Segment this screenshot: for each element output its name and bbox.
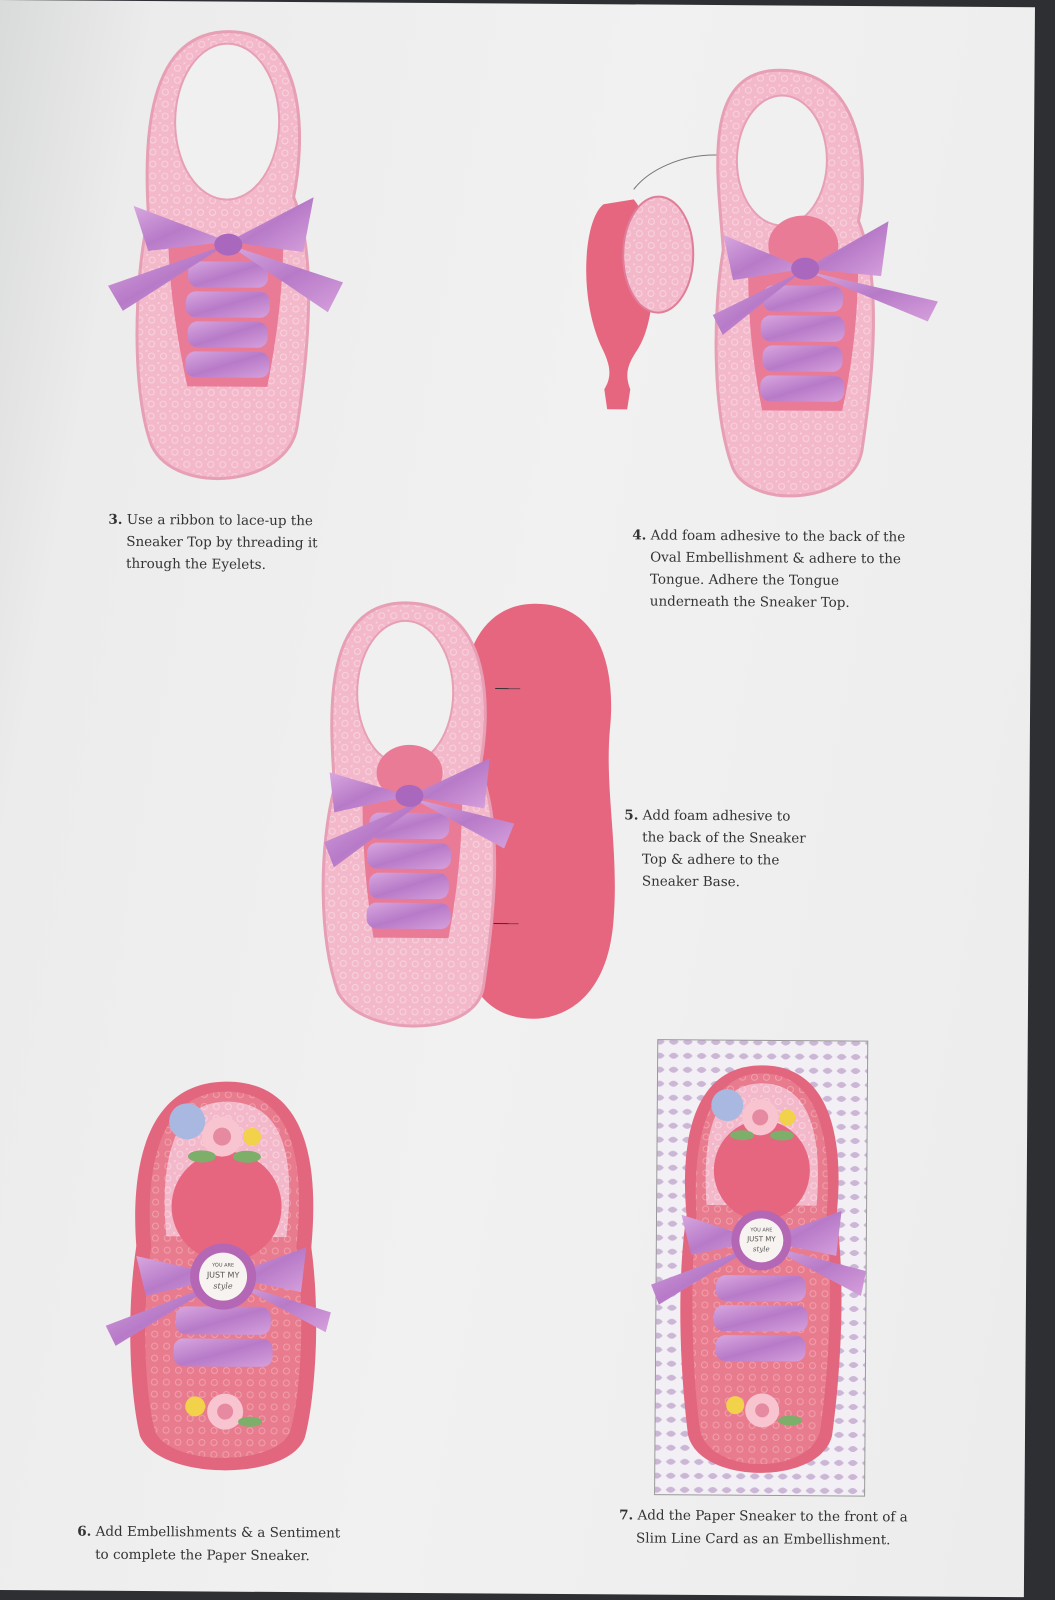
instruction-sheet: 3. Use a ribbon to lace-up the Sneaker T… bbox=[0, 0, 1035, 1598]
svg-text:style: style bbox=[753, 1245, 770, 1253]
flowers-top bbox=[169, 1103, 262, 1163]
svg-text:YOU ARE: YOU ARE bbox=[211, 1263, 234, 1269]
laces bbox=[185, 261, 270, 378]
step3-sneaker-top-illustration bbox=[108, 30, 344, 481]
flowers-bottom bbox=[185, 1393, 263, 1430]
step6-caption: 6. Add Embellishments & a Sentiment to c… bbox=[77, 1523, 341, 1565]
step6-finished-sneaker-illustration: YOU ARE JUST MY style bbox=[105, 1081, 331, 1471]
step5-caption: 5. Add foam adhesive to the back of the … bbox=[624, 807, 806, 891]
svg-text:JUST MY: JUST MY bbox=[746, 1235, 776, 1243]
sentiment-badge: YOU ARE JUST MY style bbox=[190, 1243, 257, 1310]
svg-text:style: style bbox=[213, 1282, 232, 1291]
step3-caption: 3. Use a ribbon to lace-up the Sneaker T… bbox=[108, 511, 318, 573]
step5-sneaker-base-illustration bbox=[321, 601, 615, 1028]
step7-slimline-card-illustration: YOU ARE JUST MY style bbox=[651, 1039, 869, 1497]
ribbon-bow bbox=[108, 197, 344, 313]
svg-text:JUST MY: JUST MY bbox=[206, 1270, 240, 1279]
step4-caption: 4. Add foam adhesive to the back of the … bbox=[632, 527, 906, 611]
svg-text:YOU ARE: YOU ARE bbox=[749, 1227, 772, 1233]
step4-tongue-illustration bbox=[586, 68, 938, 498]
step7-caption: 7. Add the Paper Sneaker to the front of… bbox=[619, 1507, 908, 1549]
